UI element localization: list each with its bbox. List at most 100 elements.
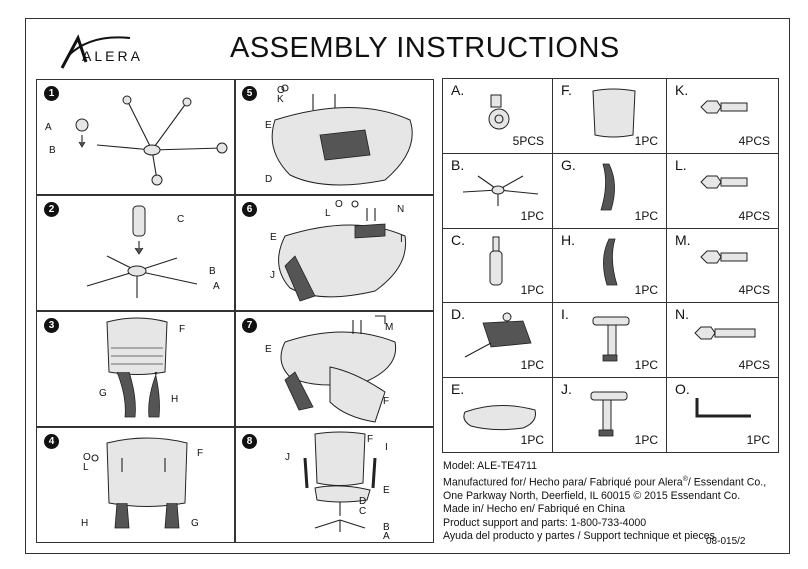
label-o: O <box>83 452 91 463</box>
part-l: L. 4PCS <box>666 152 779 229</box>
gas-cylinder-icon <box>489 236 503 286</box>
label-i: I <box>385 442 388 453</box>
label-h: H <box>171 394 179 405</box>
part-h: H. 1PC <box>552 227 667 304</box>
label-m: M <box>385 322 394 333</box>
backrest-bolts-icon <box>91 437 188 529</box>
part-k: K. 4PCS <box>666 78 779 154</box>
allen-key-icon <box>695 398 751 418</box>
seat-icon <box>463 405 536 431</box>
label-j: J <box>285 452 290 463</box>
label-g: G <box>191 518 199 529</box>
label-a: A <box>45 122 52 133</box>
back-attach-icon <box>280 315 397 423</box>
part-b: B. 1PC <box>442 152 553 229</box>
label-c: C <box>177 214 185 225</box>
label-j: J <box>270 270 275 281</box>
part-a: A. 5PCS <box>442 78 553 154</box>
backrest-brackets-icon <box>106 317 168 418</box>
arm-attach-icon <box>278 200 407 302</box>
mechanism-icon <box>464 312 532 358</box>
step-number: 8 <box>242 434 257 449</box>
label-f: F <box>179 324 186 335</box>
label-e: E <box>265 120 272 131</box>
address-line: One Parkway North, Deerfield, IL 60015 ©… <box>443 490 741 503</box>
part-d: D. 1PC <box>442 302 553 379</box>
support-line: Product support and parts: 1-800-733-400… <box>443 516 647 529</box>
step-number: 7 <box>242 318 257 333</box>
alera-logo-icon <box>60 34 131 69</box>
armrest-icon <box>590 391 628 437</box>
step-4-panel: 4 O L F H G <box>36 427 236 543</box>
backrest-icon <box>592 88 636 138</box>
label-o: O <box>335 199 343 210</box>
part-f: F. 1PC <box>552 78 667 154</box>
part-e: E. 1PC <box>442 377 553 453</box>
label-h: H <box>81 518 89 529</box>
step-number: 3 <box>44 318 59 333</box>
label-c: C <box>359 506 367 517</box>
label-a: A <box>213 281 220 292</box>
step-1-panel: 1 A B <box>36 79 236 195</box>
step-5-panel: 5 O K E D <box>234 79 434 195</box>
label-g: G <box>99 388 107 399</box>
part-m: M. 4PCS <box>666 227 779 304</box>
support-translations: Ayuda del producto y partes / Support te… <box>443 530 715 543</box>
page-title: ASSEMBLY INSTRUCTIONS <box>230 32 620 64</box>
parts-list: A. 5PCS F. 1PC K. 4PCS B. 1PC G. 1PC L. … <box>442 78 779 453</box>
part-c: C. 1PC <box>442 227 553 304</box>
part-i: I. 1PC <box>552 302 667 379</box>
part-g: G. 1PC <box>552 152 667 229</box>
label-e: E <box>270 232 277 243</box>
step-number: 4 <box>44 434 59 449</box>
document-code: 08-015/2 <box>706 536 746 547</box>
back-bracket-icon <box>603 238 618 285</box>
label-l: L <box>325 208 331 219</box>
part-o: O. 1PC <box>666 377 779 453</box>
caster-icon <box>488 94 510 130</box>
label-n: N <box>397 204 405 215</box>
step-7-panel: 7 M E F <box>234 311 434 427</box>
label-a: A <box>383 531 390 542</box>
seat-mechanism-icon <box>271 84 413 186</box>
model-number: Model: ALE-TE4711 <box>443 460 538 472</box>
label-k: K <box>277 94 284 105</box>
base-icon <box>462 175 539 206</box>
logo-wordmark: ALERA <box>82 48 143 64</box>
label-i: I <box>400 234 403 245</box>
base-with-casters-icon <box>75 95 228 186</box>
label-e: E <box>265 344 272 355</box>
step-number: 1 <box>44 86 59 101</box>
manufacturer-line: Manufactured for/ Hecho para/ Fabriqué p… <box>443 476 767 489</box>
label-d: D <box>359 496 367 507</box>
bolt-icon <box>700 100 748 114</box>
label-b: B <box>209 266 216 277</box>
part-j: J. 1PC <box>552 377 667 453</box>
label-f: F <box>197 448 204 459</box>
step-2-panel: 2 C B A <box>36 195 236 311</box>
step-3-panel: 3 F G H <box>36 311 236 427</box>
label-b: B <box>49 145 56 156</box>
product-info: Model: ALE-TE4711 Manufactured for/ Hech… <box>443 460 788 543</box>
label-b: B <box>383 522 390 533</box>
label-o: O <box>277 85 285 96</box>
step-6-panel: 6 O L N E I J <box>234 195 434 311</box>
step-number: 6 <box>242 202 257 217</box>
assembled-chair-icon <box>303 431 377 532</box>
bolt-icon <box>700 250 748 264</box>
part-n: N. 4PCS <box>666 302 779 379</box>
step-number: 2 <box>44 202 59 217</box>
label-d: D <box>265 174 273 185</box>
step-8-panel: 8 F I J E D C B A <box>234 427 434 543</box>
page-border <box>25 18 790 554</box>
bolt-icon <box>700 175 748 189</box>
label-l: L <box>83 462 89 473</box>
origin-line: Made in/ Hecho en/ Fabriqué en China <box>443 503 625 516</box>
back-bracket-icon <box>600 163 615 211</box>
armrest-icon <box>592 316 630 362</box>
step-number: 5 <box>242 86 257 101</box>
long-bolt-icon <box>694 326 756 340</box>
cylinder-insert-icon <box>86 205 198 298</box>
label-e: E <box>383 485 390 496</box>
label-f: F <box>367 434 374 445</box>
